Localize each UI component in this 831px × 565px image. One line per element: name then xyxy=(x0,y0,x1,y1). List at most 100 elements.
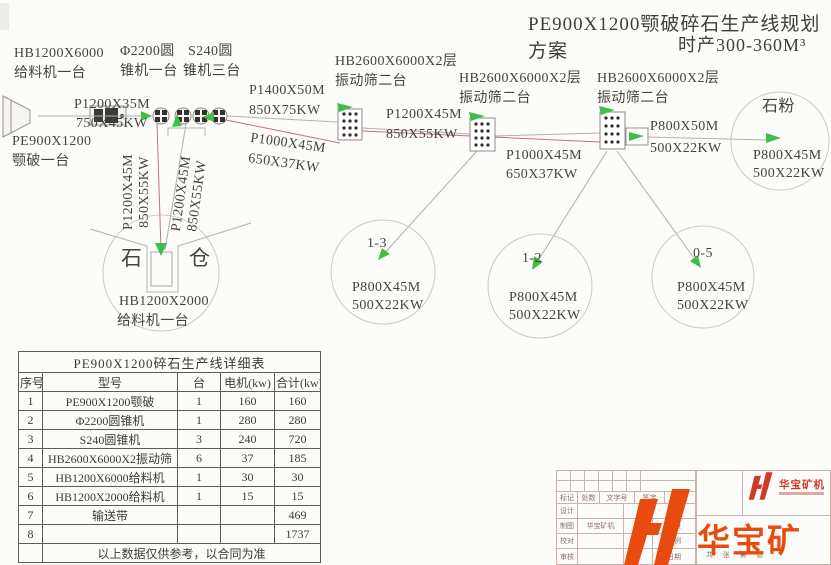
cell-total: 469 xyxy=(273,505,322,525)
arrow-into-shifen-icon xyxy=(766,133,781,143)
company-logo-big-text: 华宝矿机 xyxy=(697,522,802,559)
company-logo-tagline xyxy=(779,492,824,495)
spec-table-header-row: 序号 型号 台 电机(kw) 合计(kw) xyxy=(18,372,322,392)
drawing-title: PE900X1200颚破碎石生产线规划方案 xyxy=(528,14,821,62)
jaw-label-2: 颚破一台 xyxy=(12,154,70,169)
cell-qty xyxy=(177,505,221,525)
pile-circle-shifen xyxy=(730,91,830,191)
pile-circle-1-2 xyxy=(487,233,593,339)
tb-gridline xyxy=(570,470,571,492)
cell-empty xyxy=(18,543,43,563)
cone2200-label-2: 锥机一台 xyxy=(120,64,178,79)
screen3-label-1: HB2600X6000X2层 xyxy=(597,71,720,86)
belt-p1400x50-label-2: 850X75KW xyxy=(249,103,321,118)
arrow-into-cone1-icon xyxy=(141,111,152,121)
company-logo-small-text: 华宝矿机 xyxy=(779,479,825,491)
table-row: 8 1737 xyxy=(18,524,322,544)
spec-table: PE900X1200碎石生产线详细表 序号 型号 台 电机(kw) 合计(kw)… xyxy=(17,351,322,563)
cell-total: 15 xyxy=(273,486,322,506)
arrow-onto-screen1-icon xyxy=(337,103,353,112)
cell-no: 5 xyxy=(18,467,43,487)
vibrating-screen-1-icon xyxy=(337,108,363,141)
pile-circle-0-5 xyxy=(651,225,755,329)
col-header-qty: 台 xyxy=(177,372,221,392)
arrow-up-into-cones-icon xyxy=(172,114,182,127)
table-footnote: 以上数据仅供参考，以合同为准 xyxy=(41,543,322,563)
belt-vertical1-name: P1200X45M xyxy=(121,154,136,230)
col-header-model: 型号 xyxy=(42,372,178,392)
arrow-into-silo-icon xyxy=(155,243,167,256)
belt-p800x50-label-2: 500X22KW xyxy=(650,141,722,156)
belt-line-p1400x50 xyxy=(226,115,339,123)
cell-model: 输送带 xyxy=(42,505,178,525)
arrow-into-1-2-icon xyxy=(532,256,543,270)
cell-model xyxy=(42,524,178,544)
tb-company: 华宝矿机 xyxy=(577,518,624,534)
cell-model: HB1200X2000给料机 xyxy=(42,486,178,506)
pile-0-5-power: 500X22KW xyxy=(677,298,749,313)
title-block: 标记 处数 文字号 签字 日期 设计 制图 校对 审核 华宝矿机 批准 重量 比… xyxy=(556,470,831,565)
jaw-label-1: PE900X1200 xyxy=(12,134,92,149)
cone2200-label-1: Φ2200圆 xyxy=(120,44,175,59)
belt-p1200x45-label-2: 850X55KW xyxy=(386,127,458,142)
cell-model: HB2600X6000X2振动筛 xyxy=(42,448,178,468)
pile-1-3-power: 500X22KW xyxy=(352,298,424,313)
cell-no: 4 xyxy=(18,448,43,468)
tb-gridline xyxy=(584,470,585,492)
cell-qty: 3 xyxy=(177,429,221,449)
arrow-into-0-5-icon xyxy=(690,255,701,268)
cell-no: 8 xyxy=(18,524,43,544)
arrow-in-box-icon xyxy=(629,132,644,141)
cell-model: PE900X1200颚破 xyxy=(42,391,178,411)
cell-total: 30 xyxy=(273,467,322,487)
belt-line-p1000x45-a xyxy=(215,117,341,144)
tb-design: 设计 xyxy=(556,503,578,519)
silo-feeder-icon xyxy=(150,251,173,287)
belt-p1200x45-label-1: P1200X45M xyxy=(386,107,462,122)
cell-no: 3 xyxy=(18,429,43,449)
cell-model: HB1200X6000给料机 xyxy=(42,467,178,487)
cell-qty: 1 xyxy=(177,391,221,411)
screen3-label-2: 振动筛二台 xyxy=(597,91,669,106)
coneS240-label-2: 锥机三台 xyxy=(183,64,241,79)
cell-total: 720 xyxy=(273,429,322,449)
belt-p1000x45b-label-2: 650X37KW xyxy=(506,167,578,182)
pile-circle-1-3 xyxy=(330,219,436,325)
screen2-screen3-line xyxy=(494,132,601,137)
belt-p1200x35-label-2: 750X45KW xyxy=(76,116,148,131)
pile-1-2-belt: P800X45M xyxy=(509,290,578,305)
tb-cell xyxy=(577,548,624,565)
line-to-pile-1-3 xyxy=(380,150,478,258)
company-logo-big-icon xyxy=(624,489,690,565)
company-logo-small-icon xyxy=(748,472,773,500)
tb-review: 审核 xyxy=(556,548,578,565)
cell-qty: 1 xyxy=(177,467,221,487)
coneS240-label-1: S240圆 xyxy=(188,44,233,59)
cell-qty xyxy=(177,524,221,544)
pit-outline xyxy=(89,222,252,293)
pile-shifen-label: 石粉 xyxy=(762,98,795,115)
col-header-total: 合计(kw) xyxy=(273,372,322,392)
col-header-motor: 电机(kw) xyxy=(220,372,275,392)
arrow-left-into-cone-icon xyxy=(203,112,214,122)
belt-p1400x50-label-1: P1400X50M xyxy=(249,83,325,98)
cell-motor: 160 xyxy=(220,391,275,411)
belt-p800x50-label-1: P800X50M xyxy=(650,119,719,134)
belt-line-p800x50 xyxy=(647,136,771,141)
cell-model: Φ2200圆锥机 xyxy=(42,410,178,430)
cell-motor: 30 xyxy=(220,467,275,487)
pile-1-3-belt: P800X45M xyxy=(352,280,421,295)
belt-vertical1-power: 850X55KW xyxy=(137,156,152,228)
cell-qty: 1 xyxy=(177,486,221,506)
tb-gridline xyxy=(612,470,613,492)
feeder2-label-2: 给料机一台 xyxy=(117,314,189,329)
screen2-label-2: 振动筛二台 xyxy=(459,91,531,106)
cell-total: 1737 xyxy=(273,524,322,544)
tb-gridline xyxy=(598,470,599,492)
